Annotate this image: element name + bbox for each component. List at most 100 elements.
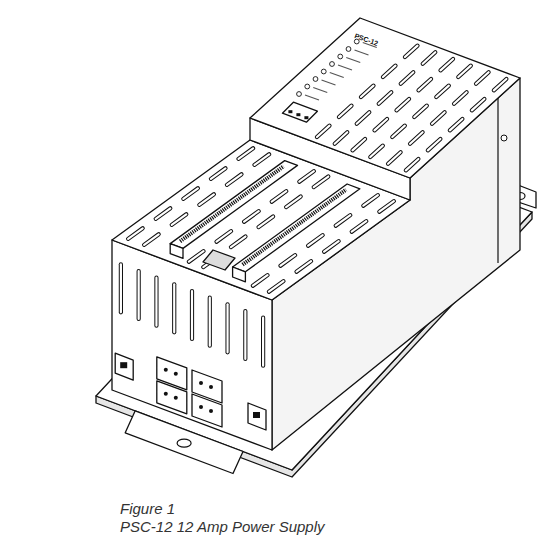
- vent-slot: [370, 146, 383, 157]
- vent-slot: [339, 106, 352, 117]
- vent-slot: [255, 154, 270, 165]
- vent-slot: [418, 79, 431, 90]
- vent-slot: [406, 159, 419, 170]
- vent-slot: [352, 139, 365, 150]
- vent-slot: [436, 86, 449, 97]
- vent-slot: [308, 235, 323, 246]
- vent-slot: [173, 284, 175, 332]
- terminal-block: [157, 381, 187, 414]
- vent-slot: [189, 251, 204, 262]
- vent-slot: [423, 52, 436, 63]
- dip-switch: [282, 102, 317, 122]
- vent-slot: [379, 201, 394, 212]
- vent-slot: [396, 99, 409, 110]
- vent-slot: [476, 72, 489, 83]
- vent-slot: [432, 112, 445, 123]
- vent-slot: [156, 208, 171, 219]
- vent-slot: [261, 318, 265, 366]
- side-bracket: [497, 98, 498, 263]
- vent-slot: [208, 298, 212, 346]
- vent-slot: [401, 72, 414, 83]
- vent-slot: [440, 59, 453, 70]
- figure-caption: PSC-12 12 Amp Power Supply: [120, 518, 325, 535]
- vent-slot: [253, 275, 268, 286]
- vent-slot: [454, 92, 467, 103]
- vent-slot: [253, 275, 268, 286]
- vent-slot: [183, 188, 198, 199]
- vent-slot: [308, 235, 323, 246]
- vent-slot: [297, 261, 312, 272]
- vent-slot: [269, 281, 284, 292]
- screw: [501, 135, 507, 141]
- vent-slot: [272, 191, 287, 202]
- vent-slot: [297, 261, 312, 272]
- led-legend-mark: [305, 95, 319, 100]
- vent-slot: [392, 126, 405, 137]
- vent-slot: [225, 304, 229, 352]
- vent-slot: [405, 46, 418, 57]
- vent-slot: [361, 86, 374, 97]
- vent-slot: [128, 228, 143, 239]
- vent-slot: [335, 132, 348, 143]
- upper-top-panel: [250, 18, 520, 178]
- vent-slot: [454, 92, 467, 103]
- vent-slot: [231, 237, 246, 248]
- vent-slot: [339, 106, 352, 117]
- vent-slot: [472, 99, 485, 110]
- vent-slot: [357, 112, 370, 123]
- vent-slot: [414, 106, 427, 117]
- vent-slot: [363, 195, 378, 206]
- status-led: [330, 62, 335, 67]
- vent-slot: [352, 221, 367, 232]
- vent-slot: [396, 99, 409, 110]
- vent-slot: [183, 188, 198, 199]
- terminal-screw: [209, 385, 213, 389]
- connector-latch: [233, 267, 246, 282]
- connector-pins: [243, 190, 347, 265]
- vent-slot: [244, 211, 259, 222]
- vent-slot: [314, 177, 329, 188]
- vent-slot: [239, 148, 254, 159]
- vent-slot: [244, 211, 259, 222]
- mounting-hole: [177, 439, 191, 447]
- vent-slot: [357, 112, 370, 123]
- vent-slot: [128, 228, 143, 239]
- vent-slot: [410, 132, 423, 143]
- vent-slot: [227, 174, 242, 185]
- vent-slot: [211, 168, 226, 179]
- pcb-connector-pins: [253, 412, 260, 418]
- vent-slot: [450, 119, 463, 130]
- vent-slot: [286, 197, 301, 208]
- vent-slot: [436, 86, 449, 97]
- vent-slot: [418, 79, 431, 90]
- vent-slot: [374, 119, 387, 130]
- vent-slot: [450, 119, 463, 130]
- vent-slot: [406, 159, 419, 170]
- vent-slot: [191, 291, 193, 339]
- vent-slot: [383, 66, 396, 77]
- vent-slot: [476, 72, 489, 83]
- vent-slot: [211, 168, 226, 179]
- vent-slot: [363, 195, 378, 206]
- vent-slot: [352, 221, 367, 232]
- vent-slot: [119, 264, 123, 312]
- terminal-screw: [199, 405, 203, 409]
- vent-slot: [458, 66, 471, 77]
- status-led: [313, 77, 318, 82]
- vent-slot: [156, 208, 171, 219]
- header-connector: [233, 184, 360, 272]
- vent-slot: [370, 146, 383, 157]
- dip-switch-lever: [288, 110, 292, 113]
- vent-slot: [423, 52, 436, 63]
- connector-pins: [180, 166, 284, 241]
- status-led: [297, 92, 302, 97]
- vent-slot: [144, 234, 159, 245]
- vent-slot: [120, 264, 122, 312]
- vent-slot: [392, 126, 405, 137]
- led-legend-mark: [330, 73, 344, 78]
- vent-slot: [336, 215, 351, 226]
- dip-switch-lever: [304, 116, 308, 119]
- vent-slot: [244, 311, 246, 359]
- vent-slot: [494, 79, 507, 90]
